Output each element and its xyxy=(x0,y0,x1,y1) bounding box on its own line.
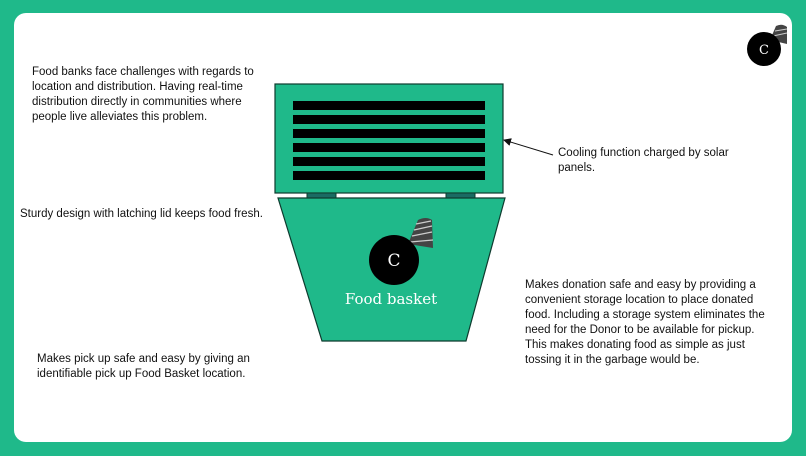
note-pickup: Makes pick up safe and easy by giving an… xyxy=(37,353,250,380)
vent-slat xyxy=(293,143,485,152)
cooling-pointer-arrow xyxy=(503,138,554,156)
corner-logo-letter: C xyxy=(759,43,769,58)
basket-logo-letter: C xyxy=(387,251,400,271)
note-distribution: Food banks face challenges with regards … xyxy=(32,66,254,123)
note-cooling: Cooling function charged by solar panels… xyxy=(558,147,729,174)
vent-slat xyxy=(293,101,485,110)
vent-slat xyxy=(293,157,485,166)
vent-slats xyxy=(293,101,485,180)
note-donation: Makes donation safe and easy by providin… xyxy=(525,279,765,366)
vent-slat xyxy=(293,171,485,180)
vent-slat xyxy=(293,115,485,124)
basket-logo-icon: C xyxy=(369,218,434,285)
basket-label: Food basket xyxy=(345,290,437,308)
note-design: Sturdy design with latching lid keeps fo… xyxy=(20,208,263,220)
vent-slat xyxy=(293,129,485,138)
corner-logo-icon: C xyxy=(747,24,788,66)
